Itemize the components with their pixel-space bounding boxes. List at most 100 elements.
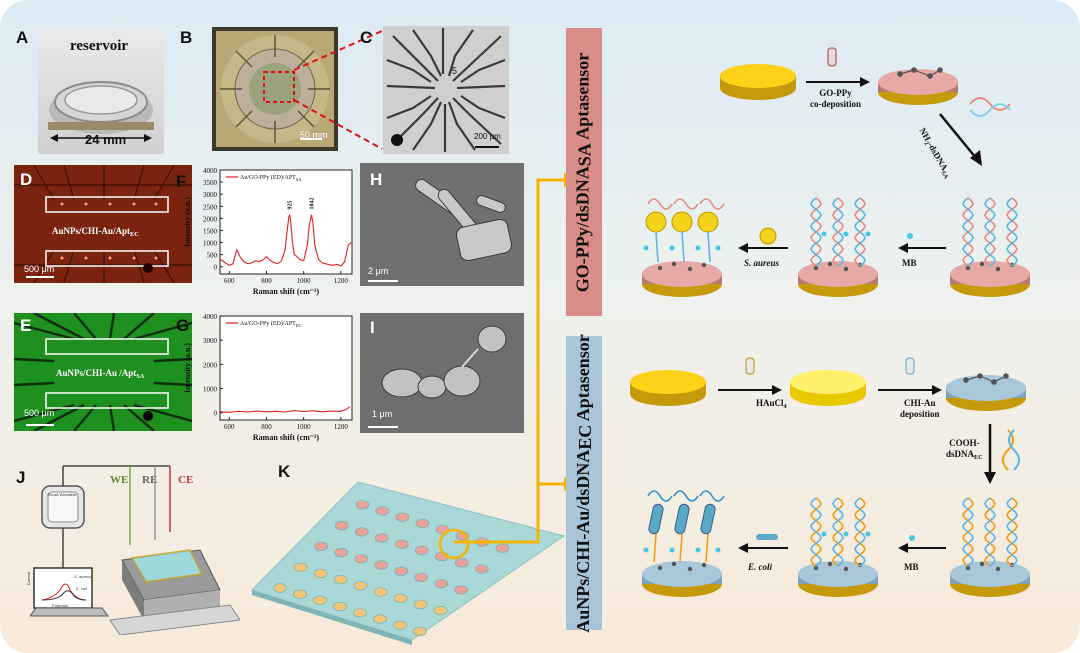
chart-g-xtick-label: 800 bbox=[261, 423, 272, 431]
panel-a-photo bbox=[38, 30, 164, 154]
sa-sensor-band: GO-PPy/dsDNASA Aptasensor bbox=[566, 28, 602, 316]
array-electrode-dot bbox=[313, 568, 328, 578]
array-electrode-dot bbox=[413, 599, 428, 609]
potentiostat-label: Sensit Wearable bbox=[47, 492, 77, 497]
green-fluorescence-image bbox=[14, 313, 192, 431]
chart-f-ylabel: Intensity (a.u.) bbox=[183, 197, 192, 247]
array-electrode-dot bbox=[334, 547, 348, 558]
chart-f-ytick-label: 0 bbox=[214, 264, 218, 272]
chip-mark: 5 bbox=[452, 66, 458, 76]
dna-strand bbox=[832, 197, 844, 267]
chart-f-xtick-label: 600 bbox=[224, 277, 235, 285]
array-electrode-dot bbox=[414, 572, 428, 582]
highlight-circle bbox=[438, 528, 470, 560]
chart-f-ytick-label: 3500 bbox=[203, 179, 218, 187]
sem-s-aureus-image bbox=[360, 163, 524, 286]
array-electrode-dot bbox=[475, 564, 489, 574]
array-electrode-dot bbox=[434, 578, 448, 589]
panel-j-setup bbox=[30, 465, 240, 635]
panel-a-letter: A bbox=[16, 28, 29, 47]
dna-strand bbox=[984, 497, 996, 567]
array-electrode-dot bbox=[293, 562, 308, 572]
s-aureus-cell bbox=[671, 211, 693, 233]
array-electrode-dot bbox=[393, 593, 408, 603]
chart-f-ytick-label: 2000 bbox=[203, 215, 218, 223]
electrode-we: WE bbox=[110, 474, 129, 486]
array-electrode-dot bbox=[333, 574, 348, 585]
sensor-electrode-disk bbox=[798, 261, 878, 287]
chart-g-ytick-label: 4000 bbox=[203, 313, 218, 321]
array-electrode-dot bbox=[313, 595, 327, 605]
dna-strand bbox=[810, 497, 822, 567]
ec-step3-label: COOH-dsDNAEC bbox=[946, 438, 983, 461]
chart-f-ytick-label: 1000 bbox=[203, 240, 218, 248]
sa-sensor-title: GO-PPy/dsDNASA Aptasensor bbox=[572, 52, 595, 292]
sensor-electrode-disk bbox=[642, 561, 722, 587]
chart-g-xtick-label: 1200 bbox=[334, 423, 349, 431]
array-electrode-dot bbox=[415, 545, 429, 555]
e-coli-cell bbox=[674, 503, 690, 535]
panel-i-scale: 1 μm bbox=[372, 409, 393, 419]
array-electrode-dot bbox=[314, 541, 328, 551]
sa-step3-label: MB bbox=[902, 258, 917, 268]
chart-f-xlabel: Raman shift (cm⁻¹) bbox=[253, 287, 320, 296]
array-electrode-dot bbox=[394, 566, 408, 576]
chart-f-peak-label: 1042 bbox=[309, 198, 315, 210]
laptop-curve-1: S. aureus bbox=[74, 574, 92, 579]
chart-f-xtick-label: 1200 bbox=[334, 277, 349, 285]
array-electrode-dot bbox=[413, 626, 427, 636]
array-electrode-dot bbox=[415, 518, 430, 529]
array-electrode-dot bbox=[353, 608, 367, 618]
chart-f-ytick-label: 1500 bbox=[203, 227, 218, 235]
ec-sensor-band: AuNPs/CHI-Au/dsDNAEC Aptasensor bbox=[566, 334, 602, 632]
array-electrode-dot bbox=[353, 581, 368, 591]
microelectrode-image bbox=[383, 26, 509, 154]
array-electrode-dot bbox=[495, 543, 510, 553]
panel-k-letter: K bbox=[278, 462, 291, 481]
dna-strand bbox=[1006, 197, 1018, 267]
reservoir-label: reservoir bbox=[70, 38, 129, 54]
laptop-curve-2: E. coli bbox=[76, 586, 87, 591]
chip-electrode-array-image bbox=[216, 31, 334, 147]
panel-d-label-text: AuNPs/CHI-Au/Apt bbox=[52, 226, 131, 236]
array-electrode-dot bbox=[354, 554, 368, 564]
array-electrode-dot bbox=[433, 606, 448, 616]
chart-g-ylabel: Intensity (a.u.) bbox=[183, 343, 192, 393]
panel-g-letter: G bbox=[176, 316, 190, 335]
dna-strand bbox=[810, 197, 822, 267]
array-electrode-dot bbox=[373, 587, 388, 597]
array-electrode-dot bbox=[373, 614, 387, 624]
dna-strand bbox=[962, 497, 974, 567]
panel-b-scale: 50 mm bbox=[300, 130, 328, 140]
panel-e-fluorescence bbox=[14, 313, 192, 431]
dna-strand bbox=[854, 197, 866, 267]
e-coli-cell bbox=[700, 503, 716, 535]
panel-c-scale: 200 μm bbox=[474, 132, 501, 141]
go-ppy-film bbox=[878, 69, 958, 95]
panel-d-letter: D bbox=[20, 170, 33, 189]
chart-g-ytick-label: 0 bbox=[214, 410, 218, 418]
panel-k-sensor-array bbox=[251, 481, 566, 645]
panel-e-label-sub: SA bbox=[136, 373, 145, 380]
array-electrode-dot bbox=[355, 500, 370, 510]
chart-g-ytick-label: 1000 bbox=[203, 386, 218, 394]
panel-e-label: AuNPs/CHI-Au /AptSA bbox=[56, 368, 144, 380]
reservoir-dimension: 24 mm bbox=[85, 132, 127, 147]
chart-f-ytick-label: 500 bbox=[207, 252, 218, 260]
array-electrode-dot bbox=[333, 602, 347, 612]
sa-step4-label: S. aureus bbox=[744, 258, 780, 268]
chart-f-peak-label: 925 bbox=[288, 201, 294, 210]
array-substrate bbox=[251, 481, 566, 641]
ec-step4-label: MB bbox=[904, 562, 919, 572]
sensor-electrode-disk bbox=[642, 261, 722, 287]
panel-h-sem bbox=[360, 163, 524, 286]
panel-d-label-sub: EC bbox=[130, 231, 139, 238]
electrode-ce: CE bbox=[178, 474, 194, 486]
array-electrode-dot bbox=[393, 620, 407, 630]
laptop-y-label: Current bbox=[26, 571, 32, 586]
panel-c-photo bbox=[383, 26, 509, 154]
panel-j-letter: J bbox=[16, 468, 26, 487]
dna-strand bbox=[962, 197, 974, 267]
